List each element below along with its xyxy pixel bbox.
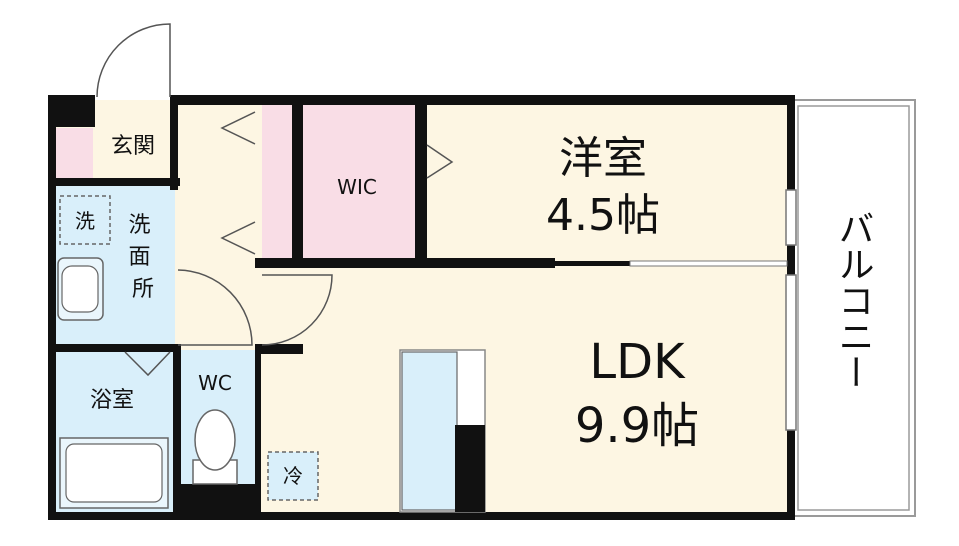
balcony-inner-line bbox=[797, 105, 910, 511]
kitchen-dark-panel bbox=[455, 425, 485, 512]
wic-door bbox=[426, 144, 454, 179]
balcony-label: バルコニー bbox=[833, 210, 874, 390]
hall-closet bbox=[262, 105, 292, 263]
closet-door-1 bbox=[220, 111, 256, 145]
senmenjo-char-1: 洗 bbox=[128, 213, 150, 238]
toilet-tank bbox=[192, 459, 238, 485]
kitchen-sink bbox=[401, 351, 458, 511]
washing-machine-spot bbox=[59, 195, 111, 245]
wc-label: WC bbox=[198, 371, 232, 395]
yokushitsu-label: 浴室 bbox=[90, 388, 134, 413]
senmenjo-char-2: 面 bbox=[128, 245, 150, 270]
balcony-area bbox=[791, 99, 916, 517]
youshitsu-size-label: 4.5帖 bbox=[546, 190, 660, 241]
entrance-door bbox=[96, 23, 171, 98]
genkan-shoebox bbox=[55, 128, 93, 178]
window-ldk bbox=[785, 274, 797, 431]
youshitsu-floor bbox=[425, 100, 792, 263]
sliding-door bbox=[629, 260, 788, 267]
closet-door-2 bbox=[220, 221, 256, 255]
senmenjo-char-3: 所 bbox=[132, 277, 154, 302]
hallway-floor bbox=[175, 100, 267, 350]
wic-label: WIC bbox=[337, 175, 377, 199]
ldk-label: LDK bbox=[589, 334, 686, 390]
refrigerator-spot bbox=[267, 451, 319, 501]
wic-floor bbox=[303, 105, 418, 258]
toilet-bowl bbox=[194, 409, 236, 471]
window-youshitsu bbox=[785, 189, 797, 246]
senmenjo-label: 洗 面 所 bbox=[128, 213, 157, 302]
washroom-door bbox=[177, 269, 253, 346]
ldk-floor bbox=[255, 263, 792, 516]
ldk-door bbox=[261, 274, 333, 346]
sentakuki-label: 洗 bbox=[75, 209, 95, 233]
bathtub-inner bbox=[65, 443, 163, 503]
youshitsu-label: 洋室 bbox=[559, 133, 647, 184]
washbasin-bowl bbox=[61, 265, 99, 313]
reizouko-label: 冷 bbox=[283, 464, 303, 488]
ldk-size-label: 9.9帖 bbox=[575, 398, 699, 454]
bath-door bbox=[124, 351, 171, 377]
walls bbox=[48, 95, 795, 520]
genkan-label: 玄関 bbox=[111, 134, 155, 159]
